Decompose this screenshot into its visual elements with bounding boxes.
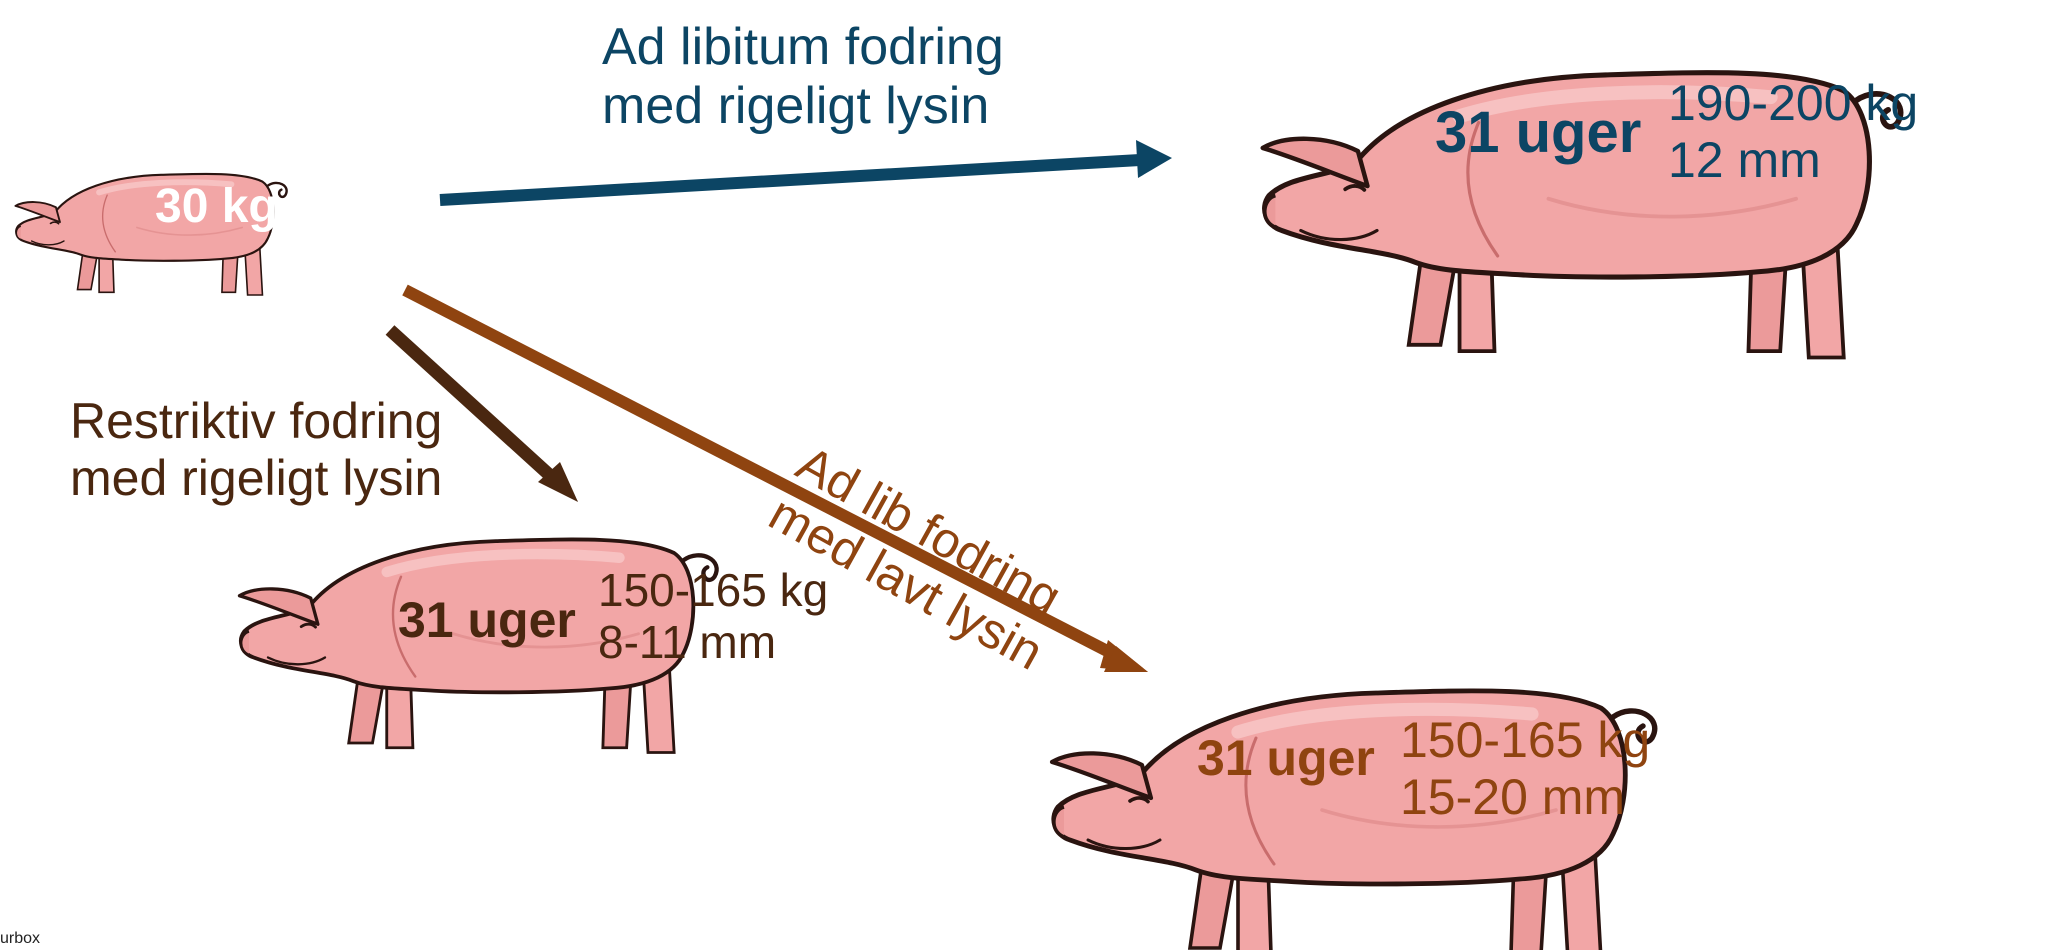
ad-libitum-age: 31 uger <box>1435 100 1641 166</box>
restriktiv-label-line2: med rigeligt lysin <box>70 450 442 507</box>
restriktiv-weight: 150-165 kg <box>598 565 828 617</box>
restriktiv-label-line1: Restriktiv fodring <box>70 393 442 450</box>
lavt-lysin-weight: 150-165 kg <box>1400 712 1650 769</box>
restriktiv-path-label: Restriktiv fodring med rigeligt lysin <box>70 393 442 506</box>
ad-libitum-arrow <box>440 140 1172 200</box>
ad-libitum-result: 190-200 kg 12 mm <box>1668 75 1918 188</box>
restriktiv-result: 150-165 kg 8-11 mm <box>598 565 828 669</box>
restriktiv-age: 31 uger <box>398 592 576 649</box>
ad-libitum-weight: 190-200 kg <box>1668 75 1918 132</box>
footer-fragment: urbox <box>0 930 40 948</box>
start-weight-label: 30 kg <box>155 180 278 234</box>
ad-libitum-label-line2: med rigeligt lysin <box>602 77 1004 136</box>
restriktiv-fat: 8-11 mm <box>598 617 828 669</box>
lavt-lysin-fat: 15-20 mm <box>1400 769 1650 826</box>
lavt-lysin-result: 150-165 kg 15-20 mm <box>1400 712 1650 825</box>
ad-libitum-path-label: Ad libitum fodring med rigeligt lysin <box>602 18 1004 136</box>
ad-libitum-fat: 12 mm <box>1668 132 1918 189</box>
ad-libitum-label-line1: Ad libitum fodring <box>602 18 1004 77</box>
lavt-lysin-age: 31 uger <box>1197 730 1375 787</box>
